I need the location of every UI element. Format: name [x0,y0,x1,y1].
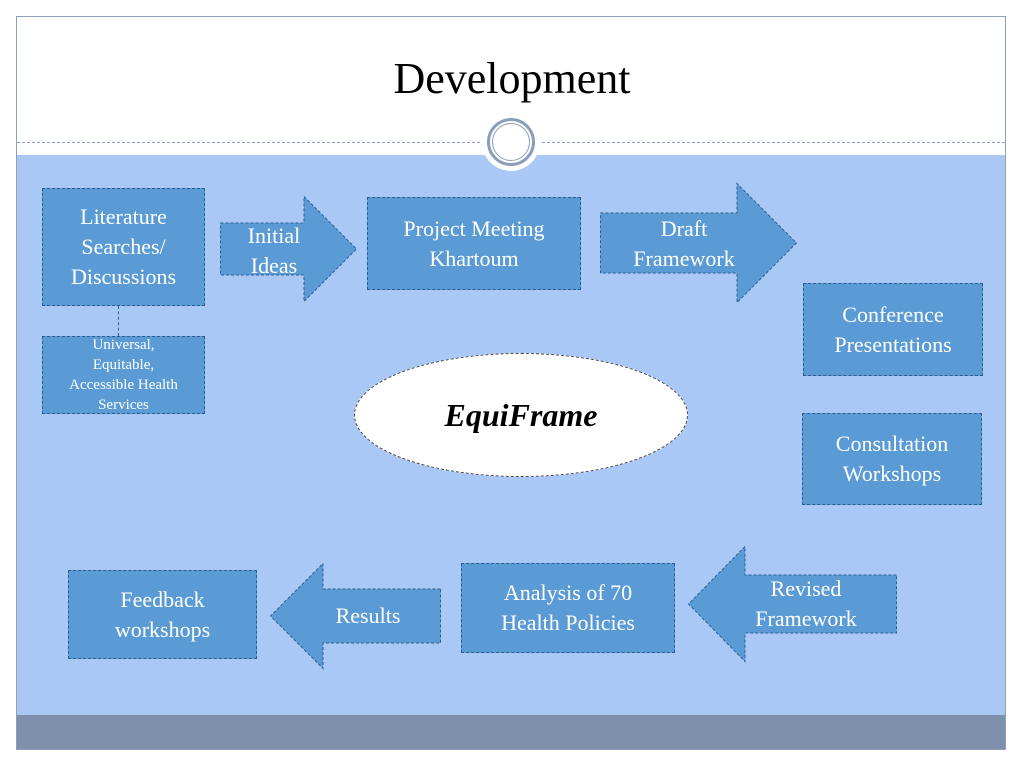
literature-connector [118,306,119,336]
consultation-workshops-box: Consultation Workshops [802,413,982,505]
circle-ornament-ring [487,118,535,166]
draft-framework-label: Draft Framework [633,216,735,271]
conference-presentations-label: Conference Presentations [834,301,952,357]
equiframe-ellipse: EquiFrame [354,353,688,477]
literature-searches-box: Literature Searches/ Discussions [42,188,205,306]
feedback-workshops-box: Feedback workshops [68,570,257,659]
circle-ornament-inner [492,123,530,161]
results-arrow [269,562,441,670]
results-label: Results [335,603,401,628]
analysis-health-policies-box: Analysis of 70 Health Policies [461,563,675,653]
project-meeting-box: Project Meeting Khartoum [367,197,581,290]
revised-framework-label: Revised Framework [755,576,857,631]
initial-ideas-arrow [220,195,358,303]
equiframe-label: EquiFrame [444,396,598,433]
universal-health-services-box: Universal, Equitable, Accessible Health … [42,336,205,414]
slide-title: Development [393,54,631,103]
project-meeting-label: Project Meeting Khartoum [403,215,545,271]
analysis-health-policies-label: Analysis of 70 Health Policies [501,580,635,635]
universal-health-services-label: Universal, Equitable, Accessible Health … [69,337,178,413]
literature-searches-label: Literature Searches/ Discussions [70,204,177,289]
circle-ornament [482,113,540,171]
conference-presentations-box: Conference Presentations [803,283,983,376]
revised-framework-arrow [687,545,897,663]
footer-bar [17,715,1005,749]
draft-framework-arrow [600,182,798,304]
initial-ideas-label: Initial Ideas [247,223,301,278]
consultation-workshops-label: Consultation Workshops [835,431,949,486]
feedback-workshops-label: Feedback workshops [114,586,211,642]
